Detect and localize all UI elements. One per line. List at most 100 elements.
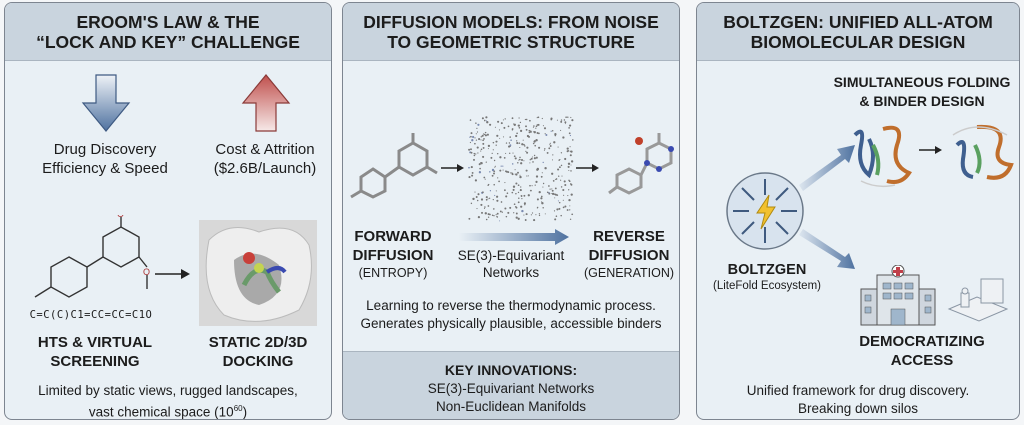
noise-particle	[569, 218, 572, 220]
noise-particle	[499, 156, 502, 159]
noise-particle	[493, 215, 495, 217]
label-line: ($2.6B/Launch)	[213, 160, 317, 177]
footer-line: Limited by static views, rugged landscap…	[38, 383, 298, 398]
noise-particle	[482, 139, 484, 142]
noise-particle	[487, 205, 490, 207]
panel-title: EROOM'S LAW & THE “LOCK AND KEY” CHALLEN…	[5, 3, 331, 61]
label-line: Cost & Attrition	[215, 141, 315, 158]
noise-particle	[493, 183, 495, 186]
noise-particle	[480, 139, 482, 141]
noise-particle	[513, 155, 516, 158]
noise-particle	[496, 134, 499, 137]
noise-particle	[566, 209, 569, 211]
noise-particle	[535, 156, 538, 159]
noise-particle	[525, 169, 528, 172]
noise-particle	[544, 213, 546, 215]
noise-particle	[469, 119, 472, 121]
noise-particle	[558, 175, 560, 177]
noise-particle	[504, 189, 506, 192]
noise-particle	[530, 130, 532, 132]
noise-particle	[489, 171, 491, 173]
noise-particle	[551, 159, 554, 161]
noise-particle	[550, 130, 552, 132]
noise-particle	[560, 120, 563, 123]
noise-particle	[481, 134, 484, 137]
caption-line: DOCKING	[222, 353, 294, 370]
key-innovations-box: KEY INNOVATIONS: SE(3)-Equivariant Netwo…	[343, 351, 679, 419]
noise-particle	[475, 122, 477, 124]
noise-particle	[560, 186, 563, 188]
noise-particle	[569, 134, 571, 137]
noise-particle	[477, 123, 480, 126]
noise-particle	[471, 171, 474, 174]
noise-particle	[514, 205, 517, 208]
noise-particle	[510, 139, 512, 141]
noise-particle	[520, 162, 523, 165]
noise-particle	[549, 142, 551, 144]
noise-particle	[538, 214, 541, 217]
noise-particle	[567, 165, 570, 168]
noise-particle	[496, 216, 499, 218]
noise-particle	[554, 133, 557, 136]
noise-particle	[477, 215, 481, 219]
noise-particle	[480, 161, 482, 164]
footer-line: Breaking down silos	[797, 401, 919, 416]
noise-particle	[550, 117, 553, 120]
reverse-diffusion-label: REVERSE DIFFUSION (GENERATION)	[579, 227, 679, 281]
noise-particle	[523, 194, 526, 197]
noise-particle	[471, 139, 474, 142]
caption-line: STATIC 2D/3D	[208, 334, 308, 351]
noise-particle	[489, 123, 492, 126]
noise-particle	[533, 157, 536, 160]
noise-particle	[533, 140, 536, 143]
noise-particle	[562, 188, 565, 192]
noise-particle	[502, 169, 504, 171]
noise-particle	[569, 124, 572, 127]
noise-particle	[520, 186, 522, 188]
noise-particle	[560, 214, 562, 217]
noise-particle	[529, 119, 531, 122]
label-line: BOLTZGEN	[727, 262, 807, 278]
label-line: DIFFUSION	[352, 247, 434, 264]
label-line: ACCESS	[890, 352, 954, 369]
noise-particle	[538, 190, 541, 194]
noise-particle	[507, 211, 510, 214]
noise-particle	[532, 131, 534, 133]
noise-particle	[537, 123, 540, 126]
noise-particle	[472, 197, 475, 201]
noise-particle	[519, 146, 521, 149]
label-line: (ENTROPY)	[358, 266, 428, 280]
noise-particle	[492, 141, 495, 144]
noise-particle	[566, 150, 569, 153]
noise-particle	[495, 214, 497, 216]
footer-line: vast chemical space (1060)	[5, 400, 331, 419]
noise-particle	[468, 148, 471, 151]
noise-particle	[528, 135, 530, 138]
noise-particle	[542, 206, 544, 209]
noise-particle	[503, 157, 506, 159]
noise-particle	[544, 167, 547, 170]
noise-particle	[555, 215, 558, 217]
noise-particle	[502, 136, 505, 138]
noise-particle	[505, 215, 508, 218]
noise-particle	[500, 165, 502, 167]
noise-particle	[470, 135, 472, 138]
noise-particle	[551, 192, 553, 195]
noise-particle	[521, 198, 523, 200]
label-line: & BINDER DESIGN	[859, 93, 985, 109]
noise-particle	[541, 202, 544, 205]
noise-particle	[551, 129, 554, 132]
docking-caption: STATIC 2D/3D DOCKING	[178, 333, 331, 371]
noise-particle	[570, 150, 573, 153]
noise-particle	[540, 195, 543, 198]
title-line: “LOCK AND KEY” CHALLENGE	[36, 31, 300, 52]
noise-particle	[554, 197, 556, 199]
noise-particle	[512, 152, 514, 154]
innovations-title: KEY INNOVATIONS:	[444, 362, 578, 378]
noise-particle	[524, 204, 526, 206]
noise-particle	[512, 185, 516, 188]
noise-particle	[474, 191, 476, 193]
noise-particle	[499, 210, 502, 213]
exponent: 60	[233, 404, 243, 413]
noise-particle	[525, 213, 528, 216]
